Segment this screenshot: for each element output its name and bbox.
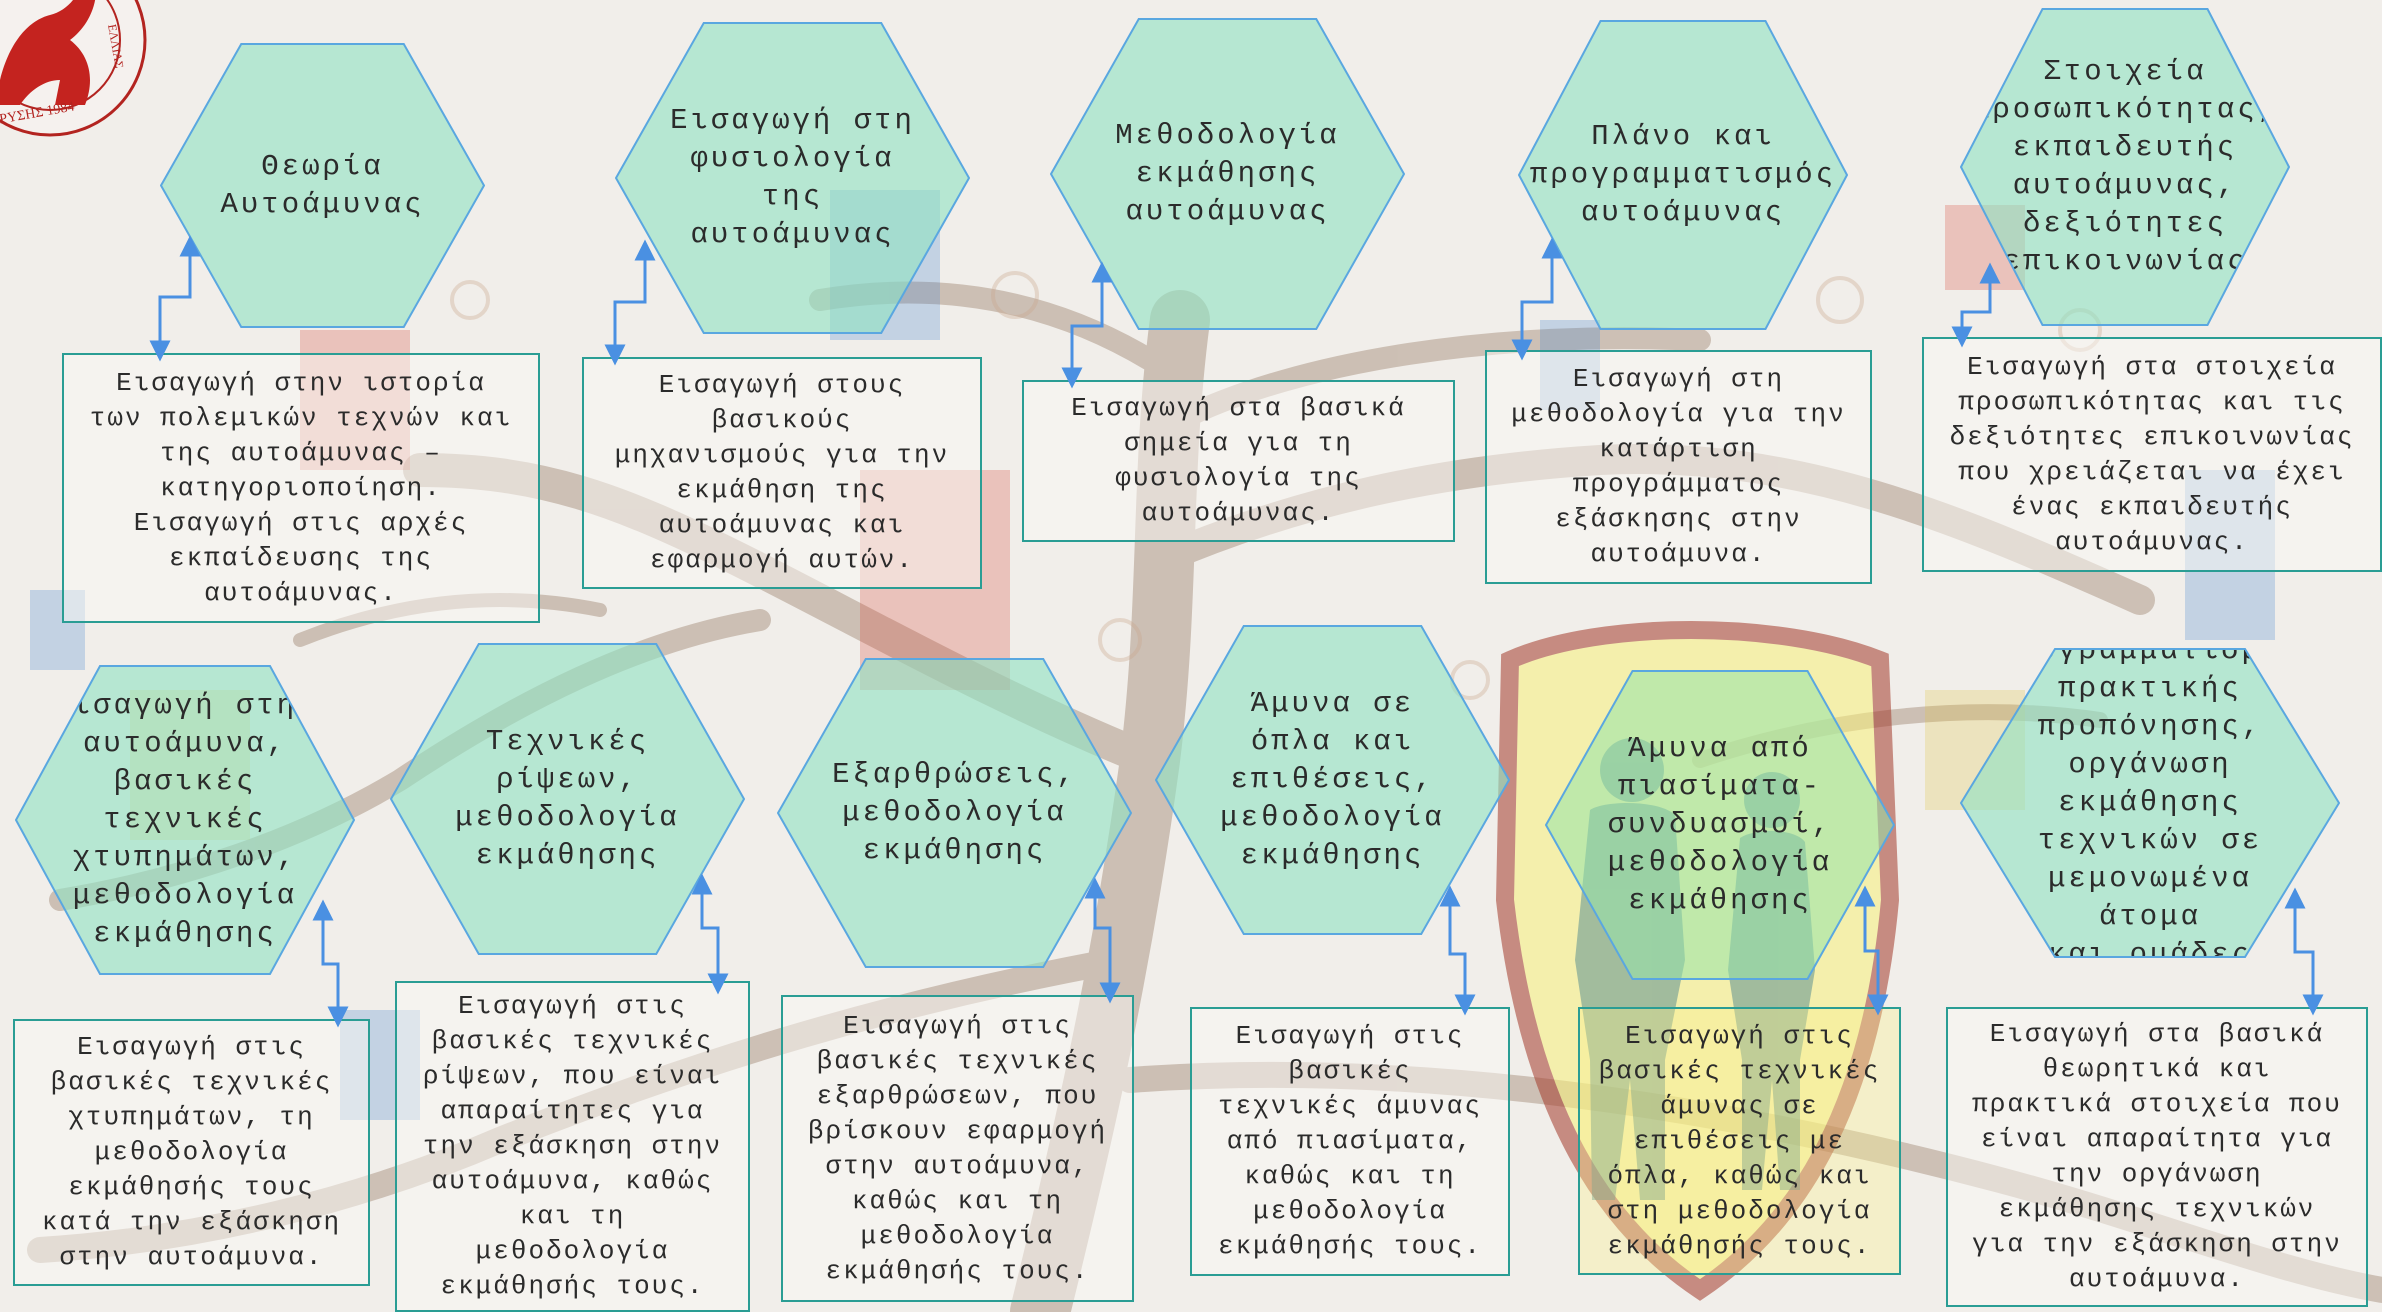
topic-description-text: Εισαγωγή στις βασικές τεχνικές άμυνας σε…: [1598, 1020, 1881, 1261]
topic-description-box-3: Εισαγωγή στα βασικά σημεία για τη φυσιολ…: [1022, 380, 1455, 542]
topic-description-box-10: Εισαγωγή στις βασικές τεχνικές άμυνας σε…: [1578, 1007, 1901, 1275]
topic-hexagon-label: Εισαγωγή στην αυτοάμυνα, βασικές τεχνικέ…: [52, 689, 318, 950]
topic-description-text: Εισαγωγή στα στοιχεία προσωπικότητας και…: [1949, 351, 2355, 557]
topic-hexagon-label: Πλάνο και προγραμματισμός αυτοάμυνας: [1529, 120, 1837, 229]
topic-description-text: Εισαγωγή στα βασικά σημεία για τη φυσιολ…: [1071, 393, 1406, 528]
topic-hexagon-label: Άμυνα σε όπλα και επιθέσεις, μεθοδολογία…: [1220, 687, 1445, 872]
topic-description-text: Εισαγωγή στη μεθοδολογία για την κατάρτι…: [1511, 364, 1846, 569]
topic-description-box-1: Εισαγωγή στην ιστορία των πολεμικών τεχν…: [62, 353, 540, 623]
topic-description-text: Εισαγωγή στις βασικές τεχνικές χτυπημάτω…: [41, 1032, 342, 1272]
topic-description-text: Εισαγωγή στους βασικούς μηχανισμούς για …: [614, 370, 950, 575]
topic-description-text: Εισαγωγή στην ιστορία των πολεμικών τεχν…: [89, 367, 513, 608]
topic-hexagon-label: Τεχνικές ρίψεων, μεθοδολογία εκμάθησης: [455, 725, 680, 872]
topic-hexagon-label: Μεθοδολογία εκμάθησης αυτοάμυνας: [1115, 119, 1340, 228]
topic-description-box-8: Εισαγωγή στις βασικές τεχνικές εξαρθρώσε…: [781, 995, 1134, 1302]
topic-description-box-2: Εισαγωγή στους βασικούς μηχανισμούς για …: [582, 357, 982, 589]
university-seal-logo: ΡΥΣΗΣ 1984 ΕΛΛΙΑΣ: [0, 0, 147, 137]
topic-hexagon-label: Εξαρθρώσεις, μεθοδολογία εκμάθησης: [832, 758, 1077, 867]
topic-description-text: Εισαγωγή στις βασικές τεχνικές άμυνας απ…: [1217, 1021, 1483, 1261]
topic-hexagon-label: Στοιχεία προσωπικότητας, εκπαιδευτής αυτ…: [1971, 55, 2279, 278]
topic-description-box-5: Εισαγωγή στα στοιχεία προσωπικότητας και…: [1922, 337, 2382, 572]
topic-description-text: Εισαγωγή στις βασικές τεχνικές εξαρθρώσε…: [807, 1010, 1108, 1286]
topic-description-box-9: Εισαγωγή στις βασικές τεχνικές άμυνας απ…: [1190, 1007, 1510, 1276]
topic-hexagon-label: Άμυνα από πιασίματα- συνδυασμοί, μεθοδολ…: [1607, 732, 1833, 917]
topic-hexagon-label: Προγραμματισμός πρακτικής προπόνησης, ορ…: [1996, 634, 2304, 971]
topic-hexagon-label: Εισαγωγή στη φυσιολογία της αυτοάμυνας: [670, 104, 915, 251]
topic-description-box-7: Εισαγωγή στις βασικές τεχνικές ρίψεων, π…: [395, 981, 750, 1312]
topic-description-text: Εισαγωγή στις βασικές τεχνικές ρίψεων, π…: [422, 991, 723, 1301]
topic-description-box-11: Εισαγωγή στα βασικά θεωρητικά και πρακτι…: [1946, 1007, 2368, 1307]
topic-description-box-4: Εισαγωγή στη μεθοδολογία για την κατάρτι…: [1485, 350, 1872, 584]
topic-description-box-6: Εισαγωγή στις βασικές τεχνικές χτυπημάτω…: [13, 1019, 370, 1286]
topic-hexagon-label: Θεωρία Αυτοάμυνας: [220, 149, 425, 221]
topic-description-text: Εισαγωγή στα βασικά θεωρητικά και πρακτι…: [1972, 1019, 2342, 1294]
